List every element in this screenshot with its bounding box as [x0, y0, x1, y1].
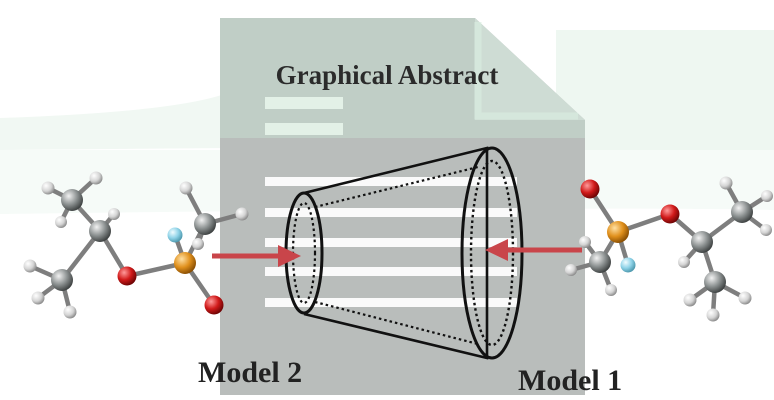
- arrow-right-icon: [212, 245, 301, 267]
- molecule-model-1-atoms: [565, 176, 773, 322]
- figure-title: Graphical Abstract: [275, 60, 499, 90]
- model-2-label: Model 2: [198, 356, 303, 389]
- document-watermark-icon: [0, 18, 774, 395]
- molecule-model-2-atoms: [23, 171, 249, 319]
- model-1-label: Model 1: [518, 364, 623, 397]
- arrow-left-icon: [485, 239, 582, 261]
